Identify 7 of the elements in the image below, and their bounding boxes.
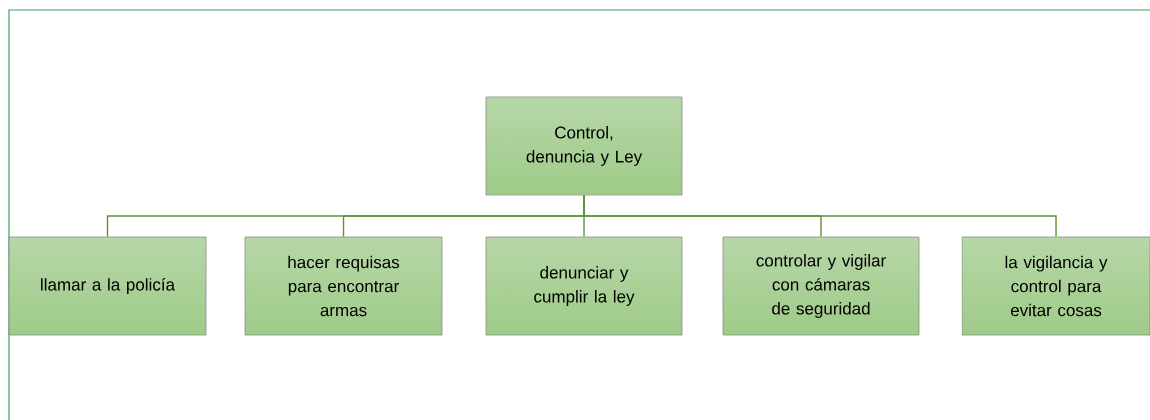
process-box: denunciar y cumplir la ley xyxy=(485,236,683,336)
process-box: llamar a la policía xyxy=(8,236,207,336)
process-box: hacer requisas para encontrar armas xyxy=(244,236,443,336)
connector-line xyxy=(583,194,1057,238)
process-box: Control, denuncia y Ley xyxy=(485,96,683,196)
process-box: la vigilancia y control para evitar cosas xyxy=(961,236,1150,336)
process-box: controlar y vigilar con cámaras de seguridad xyxy=(722,236,920,336)
